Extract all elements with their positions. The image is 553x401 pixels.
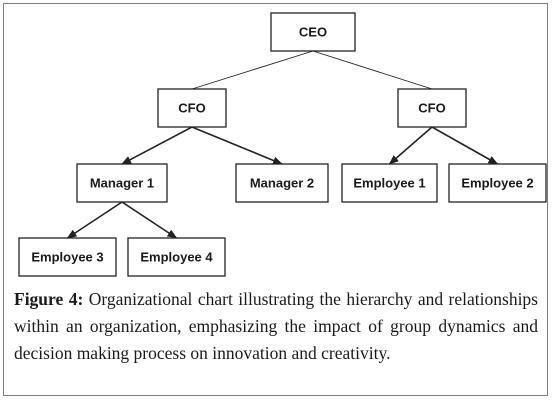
node-box [235, 163, 329, 203]
org-chart: CEO CFO CFO Manager 1 Manager 2 Employee 1 Emp… [18, 12, 547, 277]
node-box [448, 163, 547, 203]
node-label: CEO [299, 24, 327, 39]
node-cfo-left: CFO [157, 88, 227, 128]
node-ceo: CEO [270, 12, 356, 52]
edge-cfo-left-to-manager-2 [191, 126, 283, 165]
node-manager-1: Manager 1 [76, 163, 168, 203]
node-box [157, 88, 227, 128]
node-box [270, 12, 356, 52]
node-label: Manager 1 [90, 175, 154, 190]
node-box [397, 88, 467, 128]
edge-ceo-to-cfo-right [312, 50, 433, 90]
edge-manager-1-to-employee-4 [121, 201, 178, 239]
node-label: CFO [178, 100, 205, 115]
node-label: CFO [418, 100, 445, 115]
node-label: Employee 3 [31, 249, 103, 264]
edge-cfo-right-to-employee-1 [388, 126, 433, 165]
node-box [18, 237, 117, 277]
node-employee-3: Employee 3 [18, 237, 117, 277]
caption-label: Figure 4: [14, 289, 84, 309]
node-label: Employee 2 [461, 175, 533, 190]
figure-caption: Figure 4: Organizational chart illustrat… [14, 286, 538, 367]
node-employee-1: Employee 1 [341, 163, 438, 203]
edges-layer [66, 50, 499, 239]
edge-ceo-to-cfo-left [191, 50, 314, 90]
node-employee-4: Employee 4 [127, 237, 226, 277]
edge-cfo-right-to-employee-2 [431, 126, 499, 165]
edge-manager-1-to-employee-3 [66, 201, 123, 239]
edge-cfo-left-to-manager-1 [121, 126, 193, 165]
caption-text: Organizational chart illustrating the hi… [14, 289, 538, 363]
node-employee-2: Employee 2 [448, 163, 547, 203]
node-box [127, 237, 226, 277]
nodes-layer: CEO CFO CFO Manager 1 Manager 2 Employee 1 Emp… [18, 12, 547, 277]
node-manager-2: Manager 2 [235, 163, 329, 203]
node-box [341, 163, 438, 203]
node-label: Manager 2 [250, 175, 314, 190]
node-label: Employee 1 [353, 175, 425, 190]
node-label: Employee 4 [140, 249, 213, 264]
node-cfo-right: CFO [397, 88, 467, 128]
node-box [76, 163, 168, 203]
